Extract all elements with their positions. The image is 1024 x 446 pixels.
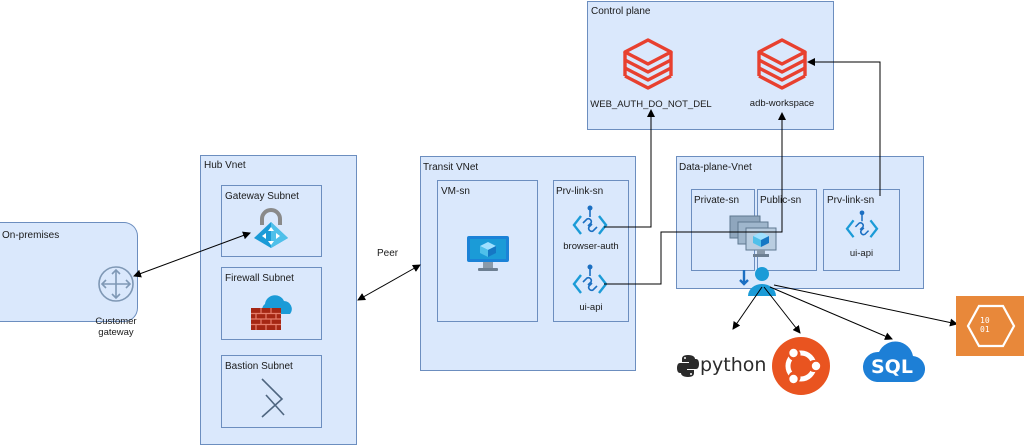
- customer-gateway-label-line2: gateway: [98, 327, 134, 338]
- transit-prv-link-sn-box: [553, 180, 629, 322]
- customer-gateway-label-line1: Customer: [95, 316, 137, 327]
- private-sn-title: Private-sn: [694, 195, 740, 206]
- bastion-subnet-title: Bastion Subnet: [225, 361, 293, 372]
- private-endpoint-ui-api-data-icon: [845, 210, 879, 238]
- gateway-subnet-title: Gateway Subnet: [225, 191, 299, 202]
- sql-logo-text: SQL: [871, 356, 913, 378]
- sql-database-icon: [862, 341, 925, 383]
- data-plane-vnet-title: Data-plane-Vnet: [679, 162, 752, 173]
- python-logo-text: python: [700, 354, 767, 376]
- transit-prv-link-sn-title: Prv-link-sn: [556, 186, 604, 197]
- python-logo-icon: [677, 355, 699, 377]
- vm-sn-title: VM-sn: [441, 186, 470, 197]
- data-prv-link-sn-title: Prv-link-sn: [827, 195, 875, 206]
- adb-workspace-label: adb-workspace: [749, 98, 815, 109]
- ui-api-transit-label: ui-api: [579, 302, 603, 313]
- ubuntu-logo-icon: [772, 337, 830, 395]
- databricks-web-auth-icon: [623, 38, 673, 90]
- bastion-subnet-box: [221, 355, 322, 428]
- browser-auth-label: browser-auth: [563, 241, 619, 252]
- firewall-subnet-title: Firewall Subnet: [225, 273, 294, 284]
- blob-binary-text: 10 01: [980, 316, 990, 334]
- user-icon: [739, 267, 776, 296]
- peer-label: Peer: [377, 248, 399, 259]
- firewall-icon: [251, 295, 292, 330]
- private-endpoint-browser-auth-icon: [572, 205, 608, 235]
- web-auth-label: WEB_AUTH_DO_NOT_DEL: [590, 99, 712, 110]
- ui-api-data-label: ui-api: [849, 248, 874, 259]
- vpn-gateway-lock-icon: [254, 208, 288, 248]
- on-premises-title: On-premises: [2, 230, 60, 241]
- databricks-adb-workspace-icon: [757, 38, 807, 90]
- public-sn-box: [757, 189, 817, 271]
- hub-vnet-title: Hub Vnet: [204, 160, 246, 171]
- public-sn-title: Public-sn: [760, 195, 802, 206]
- blob-storage-hexagon-icon: [966, 304, 1016, 348]
- bastion-icon: [261, 378, 285, 418]
- transit-vnet-title: Transit VNet: [423, 162, 479, 173]
- control-plane-title: Control plane: [591, 6, 651, 17]
- customer-gateway-router-icon: [98, 266, 134, 302]
- virtual-machine-icon: [467, 236, 509, 271]
